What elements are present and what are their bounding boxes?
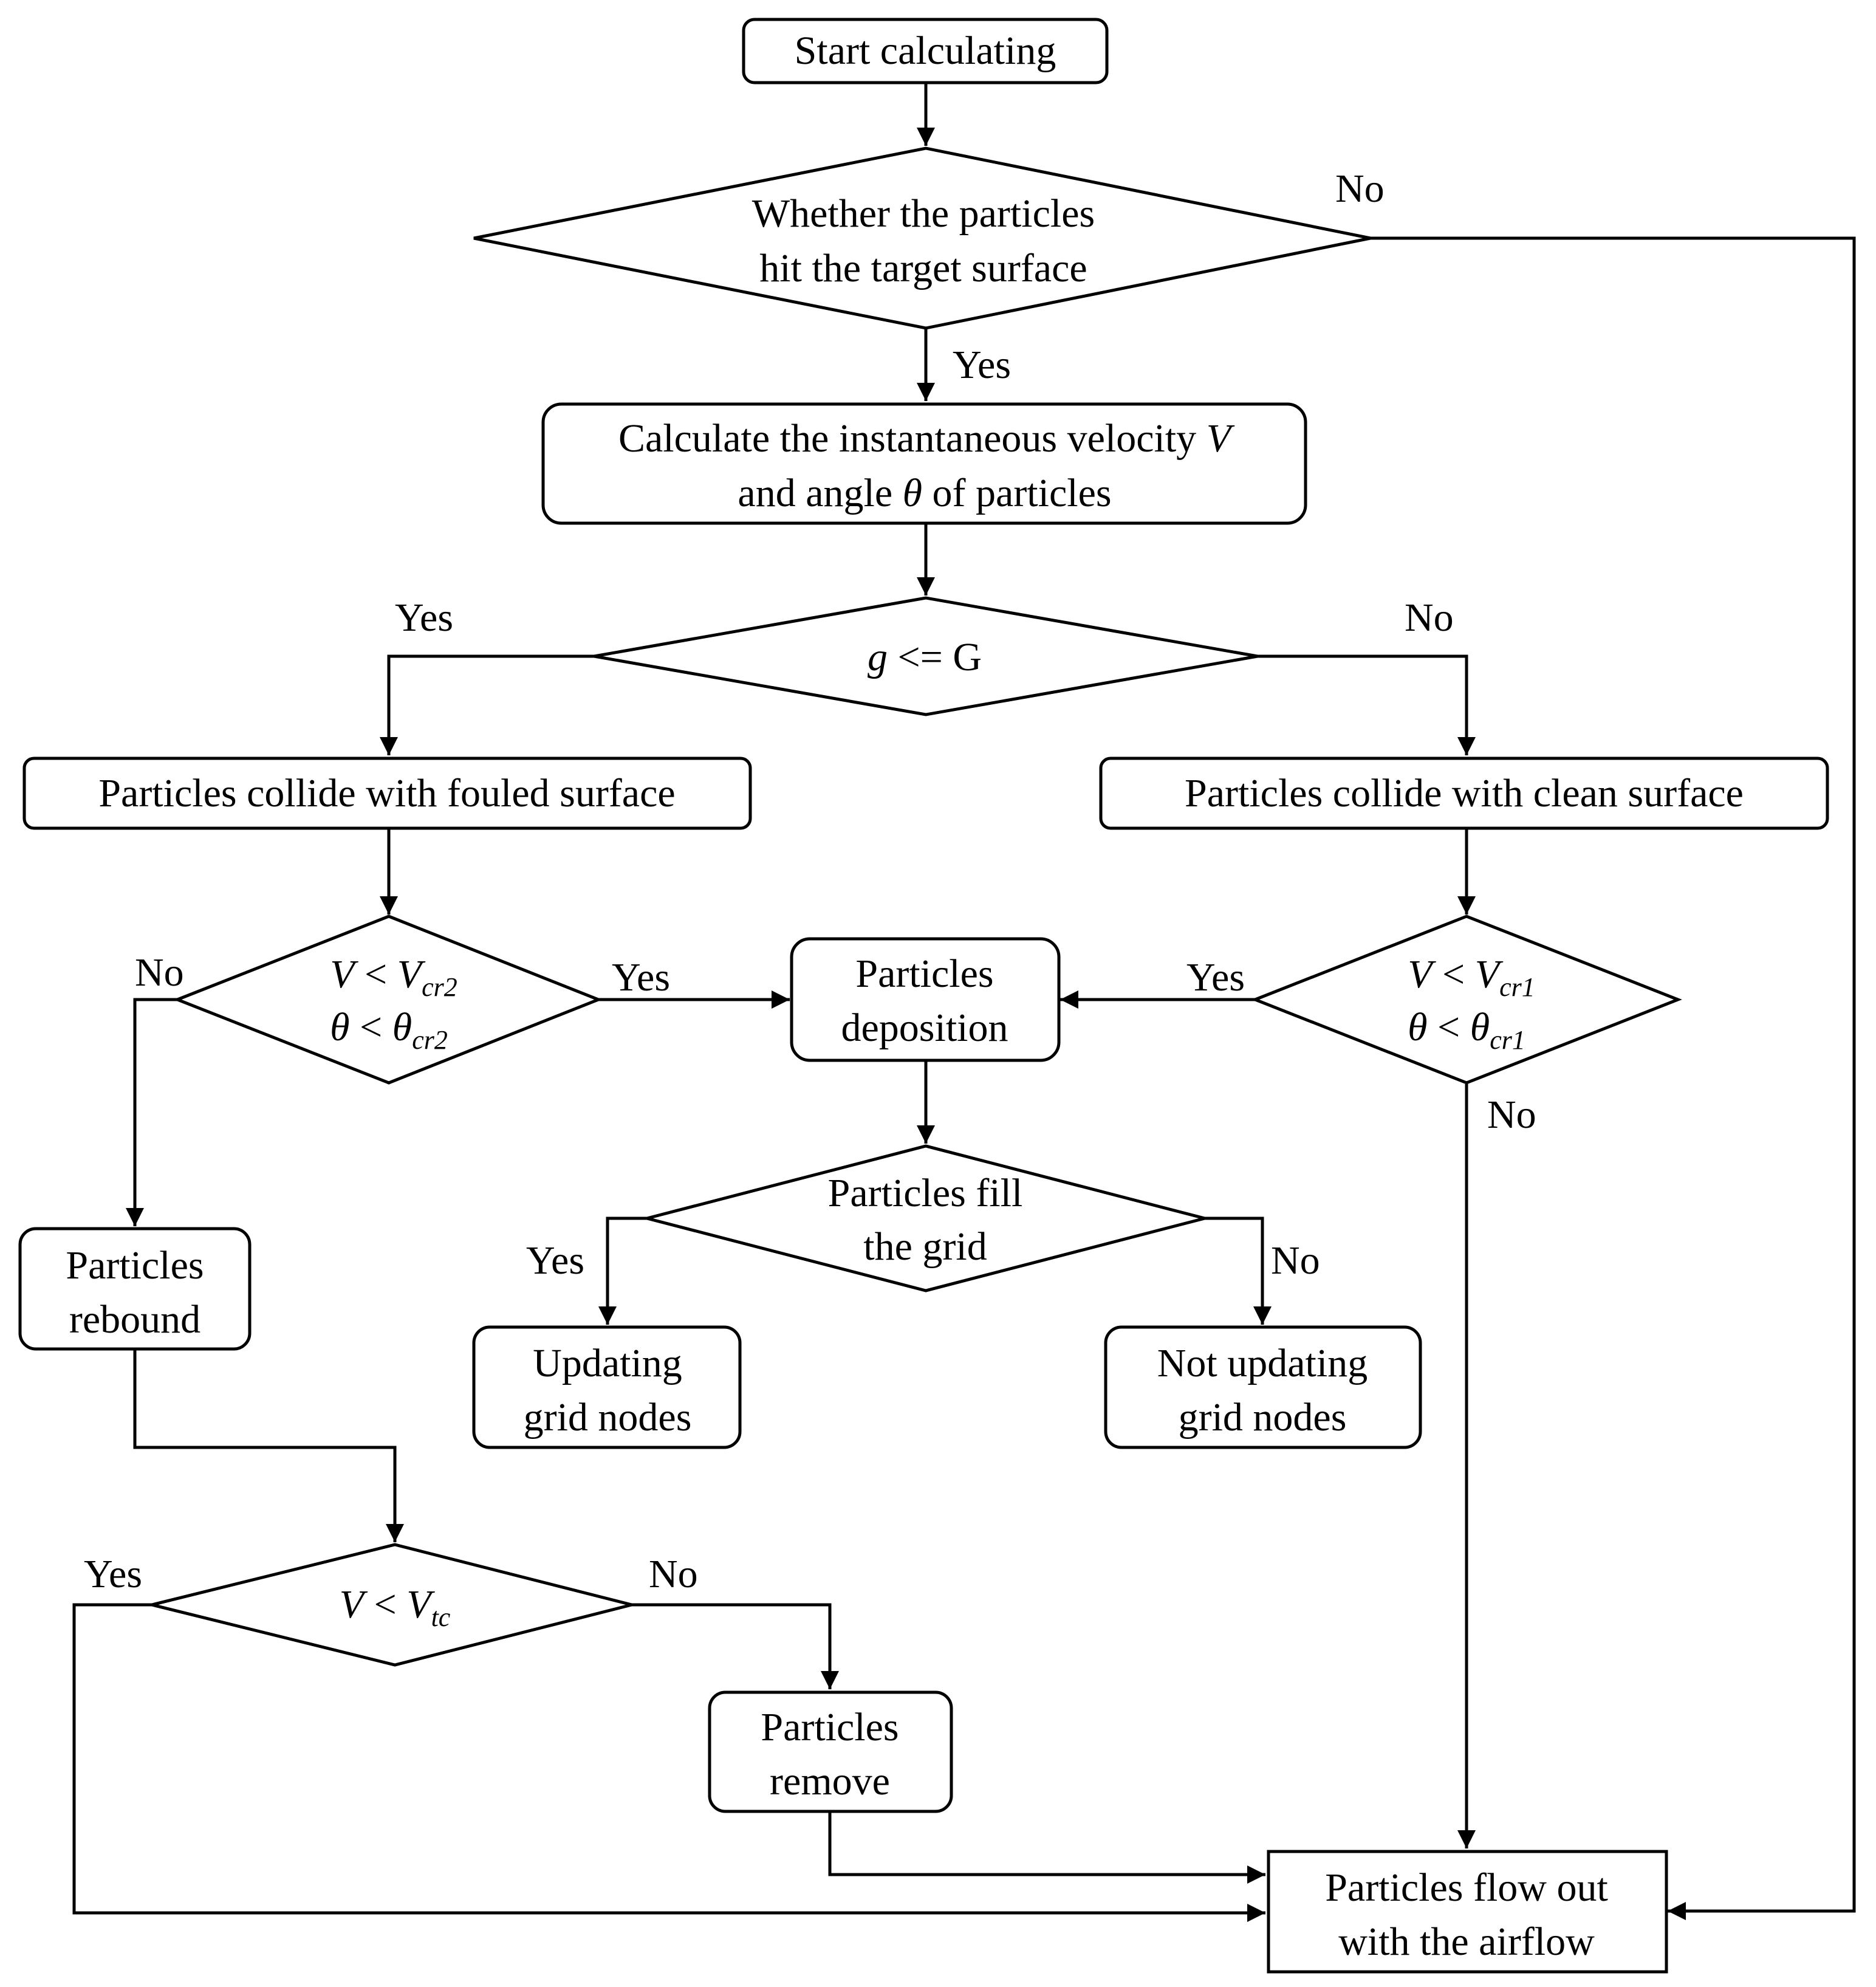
label-g-yes: Yes	[395, 595, 453, 640]
hit-decision-line-2: hit the target surface	[759, 246, 1087, 290]
hit-decision-line-1: Whether the particles	[752, 191, 1095, 236]
cr1-line-1: V < Vcr1	[1408, 952, 1535, 1002]
calc-line-1: Calculate the instantaneous velocity V	[618, 416, 1235, 461]
node-fouled: Particles collide with fouled surface	[22, 757, 752, 830]
label-hit-yes: Yes	[953, 343, 1011, 387]
node-clean: Particles collide with clean surface	[1099, 757, 1829, 830]
edge-remove-to-flow-out	[828, 1812, 1265, 1884]
fill-line-2: the grid	[863, 1224, 987, 1269]
calc-line-2: and angle θ of particles	[738, 471, 1111, 515]
label-cr2-no: No	[135, 950, 184, 995]
g-decision-label: g <= G	[868, 635, 982, 679]
node-calc: Calculate the instantaneous velocity V a…	[541, 402, 1307, 525]
rebound-line-2: rebound	[69, 1297, 200, 1342]
node-g-decision: g <= G	[594, 596, 1258, 716]
flow-out-line-2: with the airflow	[1338, 1920, 1595, 1964]
node-not-updating: Not updating grid nodes	[1104, 1325, 1422, 1449]
edge-rebound-to-tc	[133, 1350, 404, 1542]
rebound-line-1: Particles	[66, 1243, 204, 1288]
label-cr1-no: No	[1487, 1093, 1536, 1137]
node-tc-decision: V < Vtc	[151, 1543, 632, 1667]
updating-line-2: grid nodes	[524, 1395, 692, 1440]
tc-label: V < Vtc	[340, 1582, 451, 1632]
fouled-label: Particles collide with fouled surface	[98, 771, 675, 815]
not-updating-line-1: Not updating	[1157, 1341, 1368, 1385]
edge-tc-no-to-remove	[632, 1603, 839, 1689]
edge-labels: No Yes Yes No No Yes Yes No Yes No Yes N…	[84, 166, 1536, 1596]
edge-g-yes-to-fouled	[380, 654, 594, 755]
node-deposition: Particles deposition	[790, 937, 1061, 1062]
edge-hit-no-to-flow-out	[1371, 236, 1856, 1920]
node-flow-out: Particles flow out with the airflow	[1267, 1850, 1668, 1974]
not-updating-line-2: grid nodes	[1179, 1395, 1347, 1440]
label-cr1-yes: Yes	[1186, 955, 1245, 1000]
node-updating: Updating grid nodes	[472, 1325, 742, 1449]
remove-line-1: Particles	[761, 1705, 899, 1749]
label-tc-no: No	[649, 1552, 698, 1596]
edge-g-no-to-clean	[1258, 654, 1476, 755]
edge-fill-yes-to-updating	[598, 1217, 647, 1325]
node-start: Start calculating	[742, 18, 1109, 84]
node-rebound: Particles rebound	[18, 1227, 252, 1351]
cr2-line-1: V < Vcr2	[330, 952, 457, 1002]
cr1-line-2: θ < θcr1	[1408, 1005, 1525, 1055]
updating-line-1: Updating	[533, 1341, 682, 1385]
label-tc-yes: Yes	[84, 1552, 142, 1596]
label-hit-no: No	[1335, 166, 1385, 211]
node-cr2-decision: V < Vcr2 θ < θcr2	[173, 915, 603, 1085]
start-label: Start calculating	[795, 29, 1056, 73]
edge-fill-no-to-not-updating	[1205, 1217, 1272, 1325]
label-fill-no: No	[1271, 1238, 1320, 1283]
cr2-line-2: θ < θcr2	[330, 1005, 448, 1055]
node-fill-decision: Particles fill the grid	[641, 1144, 1211, 1292]
label-cr2-yes: Yes	[612, 955, 670, 1000]
remove-line-2: remove	[770, 1759, 890, 1803]
label-g-no: No	[1405, 595, 1454, 640]
clean-label: Particles collide with clean surface	[1185, 771, 1744, 815]
deposition-line-2: deposition	[841, 1006, 1008, 1050]
label-fill-yes: Yes	[526, 1238, 584, 1283]
node-remove: Particles remove	[708, 1690, 953, 1813]
fill-line-1: Particles fill	[828, 1171, 1023, 1215]
node-cr1-decision: V < Vcr1 θ < θcr1	[1251, 915, 1682, 1085]
edge-tc-yes-to-flow-out	[72, 1603, 1265, 1922]
flow-out-line-1: Particles flow out	[1325, 1865, 1608, 1910]
deposition-line-1: Particles	[855, 952, 993, 996]
node-hit-decision: Whether the particles hit the target sur…	[473, 146, 1371, 330]
edges	[72, 84, 1856, 1922]
edge-cr2-no-to-rebound	[126, 998, 177, 1226]
